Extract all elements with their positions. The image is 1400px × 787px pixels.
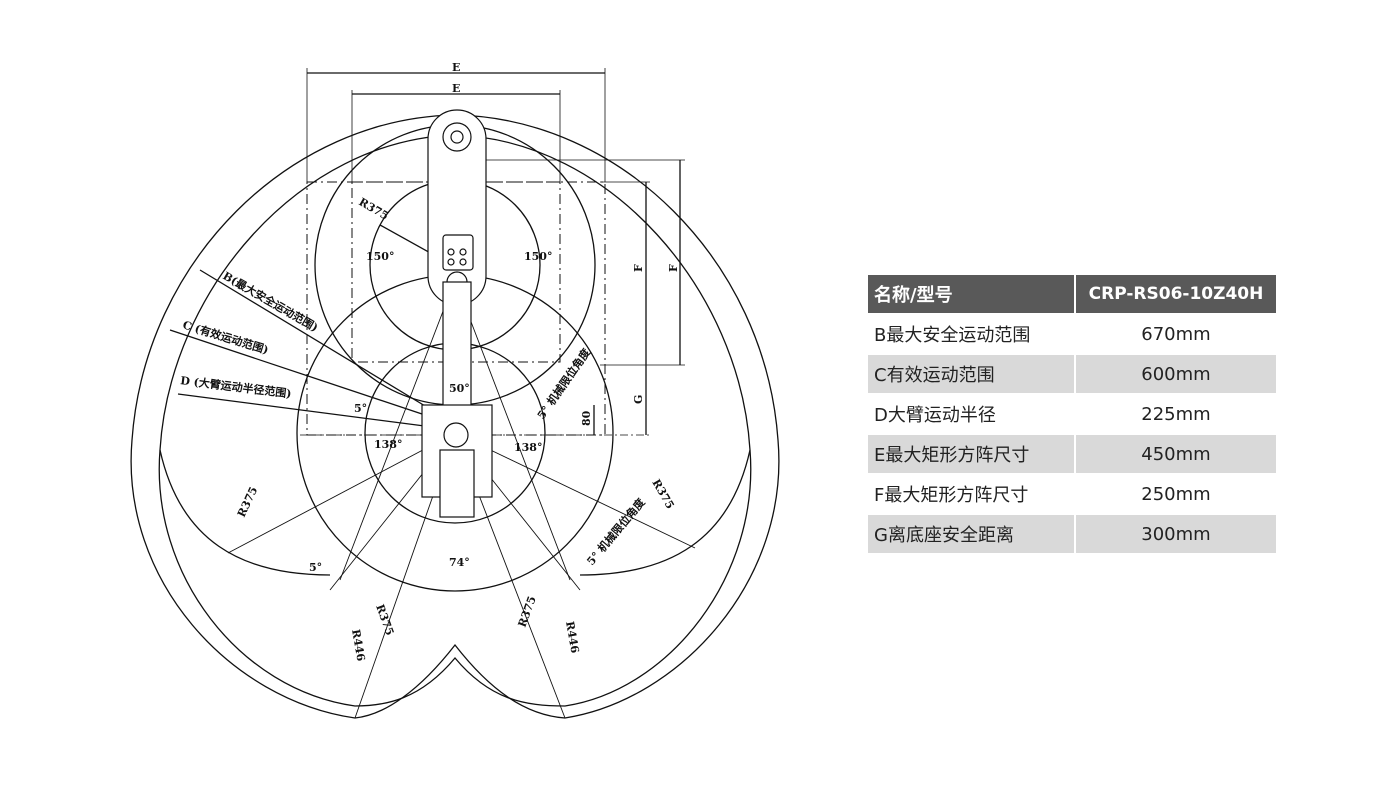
label-limit-angle-bottom: 5° 机械限位角度 xyxy=(584,495,649,568)
radius-r375-bottom-left: R375 xyxy=(373,603,396,638)
spec-label: B最大安全运动范围 xyxy=(874,325,1031,346)
radius-r446-right: R446 xyxy=(563,620,581,654)
label-limit-angle-right: 5° 机械限位角度 xyxy=(534,345,594,422)
radius-r375-left: R375 xyxy=(235,485,260,520)
label-d-arm-radius: D (大臂运动半径范围) xyxy=(180,373,293,401)
angle-5-bottom: 5° xyxy=(309,561,322,574)
spec-value: 300mm xyxy=(1076,515,1276,553)
table-row: F最大矩形方阵尺寸 250mm xyxy=(868,475,1276,513)
spec-table: 名称/型号 CRP-RS06-10Z40H B最大安全运动范围 670mm C有效… xyxy=(866,273,1278,555)
dim-g: G xyxy=(632,395,645,404)
spec-value: 600mm xyxy=(1076,355,1276,393)
angle-138-right: 138° xyxy=(514,441,542,454)
angle-5-left: 5° xyxy=(354,402,367,415)
angle-150-left: 150° xyxy=(366,250,394,263)
angle-138-left: 138° xyxy=(374,438,402,451)
dim-e-inner: E xyxy=(452,82,460,95)
spec-label: C有效运动范围 xyxy=(868,355,1074,393)
spec-label: E最大矩形方阵尺寸 xyxy=(868,435,1074,473)
table-header: 名称/型号 CRP-RS06-10Z40H xyxy=(868,275,1276,313)
table-row: D大臂运动半径 225mm xyxy=(868,395,1276,433)
radius-r446-left: R446 xyxy=(349,628,367,662)
radius-r375-right: R375 xyxy=(649,477,676,511)
spec-value: 450mm xyxy=(1076,435,1276,473)
spec-label: G离底座安全距离 xyxy=(868,515,1074,553)
spec-value: 225mm xyxy=(1141,403,1211,425)
spec-label: D大臂运动半径 xyxy=(874,405,996,426)
angle-150-right: 150° xyxy=(524,250,552,263)
label-b-safe-range: B(最大安全运动范围) xyxy=(221,268,321,334)
spec-value: 670mm xyxy=(1141,323,1211,345)
header-model-number: CRP-RS06-10Z40H xyxy=(1076,275,1276,313)
radius-r375-top: R375 xyxy=(357,195,391,222)
dim-f-outer: F xyxy=(667,264,680,272)
angle-74: 74° xyxy=(449,556,470,569)
robot-arm xyxy=(421,109,493,518)
label-c-effective-range: C (有效运动范围) xyxy=(181,317,270,356)
radius-r375-bottom-right: R375 xyxy=(516,594,539,629)
dim-e-outer: E xyxy=(452,61,460,74)
dim-80: 80 xyxy=(580,410,593,426)
spec-label: F最大矩形方阵尺寸 xyxy=(874,485,1029,506)
spec-value: 250mm xyxy=(1141,483,1211,505)
table-row: B最大安全运动范围 670mm xyxy=(868,315,1276,353)
angle-50: 50° xyxy=(449,382,470,395)
header-name-model: 名称/型号 xyxy=(868,275,1074,313)
dim-f-inner: F xyxy=(632,264,645,272)
